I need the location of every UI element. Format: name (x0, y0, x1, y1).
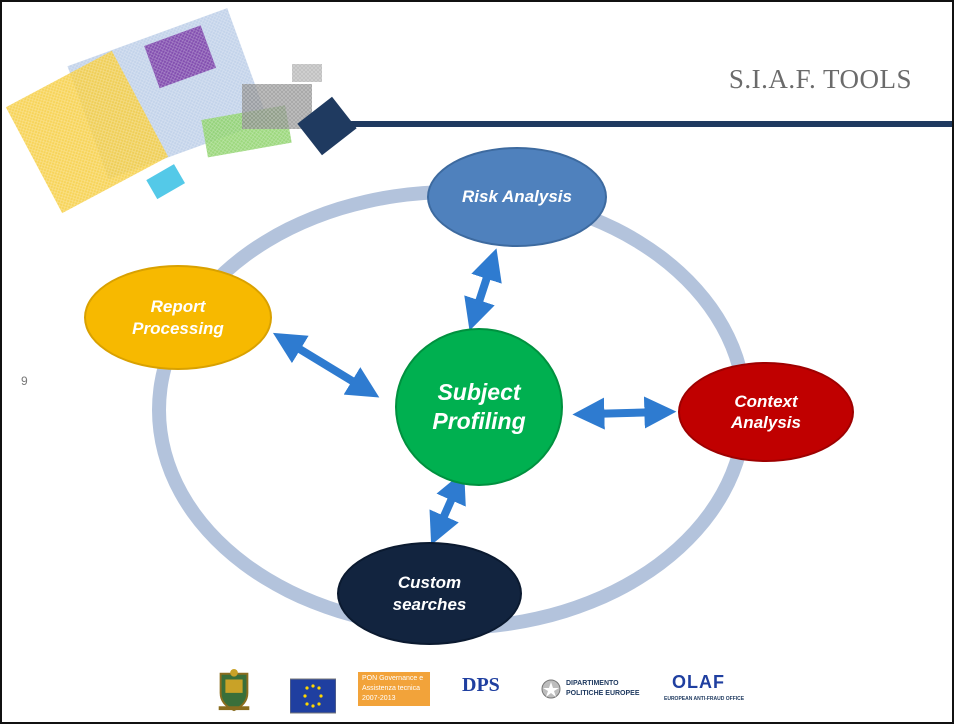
arrow-subject-context (572, 396, 677, 430)
olaf-subtitle: EUROPEAN ANTI-FRAUD OFFICE (664, 696, 745, 702)
node-report-processing: Report Processing (84, 265, 272, 370)
dipartimento-logo: DIPARTIMENTO POLITICHE EUROPEE (540, 676, 650, 720)
emblem-icon (541, 679, 561, 699)
eu-flag-icon (290, 678, 336, 714)
olaf-text: OLAF (672, 672, 725, 692)
coat-of-arms-icon (218, 668, 250, 712)
arrow-subject-custom (429, 470, 466, 546)
pon-governance-logo: PON Governance e Assistenza tecnica 2007… (358, 672, 430, 706)
decorative-squares (5, 8, 357, 214)
node-risk-analysis: Risk Analysis (427, 147, 607, 247)
pon-text: PON Governance e Assistenza tecnica 2007… (362, 675, 424, 702)
node-subject-profiling: Subject Profiling (395, 328, 563, 486)
dps-text: DPS (462, 674, 500, 696)
node-label: Risk Analysis (462, 187, 572, 207)
node-custom-searches: Custom searches (337, 542, 522, 645)
slide-title: S.I.A.F. TOOLS (728, 64, 912, 94)
node-label: Custom searches (392, 573, 467, 614)
node-label: Report Processing (132, 297, 224, 338)
page-number: 9 (21, 374, 28, 388)
arrow-report-subject (272, 332, 380, 398)
arrow-risk-subject (464, 248, 502, 331)
node-label: Subject Profiling (432, 379, 526, 434)
node-context-analysis: Context Analysis (678, 362, 854, 462)
header-line (347, 121, 952, 127)
dipartimento-text: DIPARTIMENTO POLITICHE EUROPEE (566, 680, 640, 697)
olaf-logo: OLAF EUROPEAN ANTI-FRAUD OFFICE (664, 672, 768, 716)
footer-logos: PON Governance e Assistenza tecnica 2007… (212, 668, 772, 716)
node-label: Context Analysis (731, 391, 801, 432)
dps-logo: DPS (458, 672, 528, 716)
